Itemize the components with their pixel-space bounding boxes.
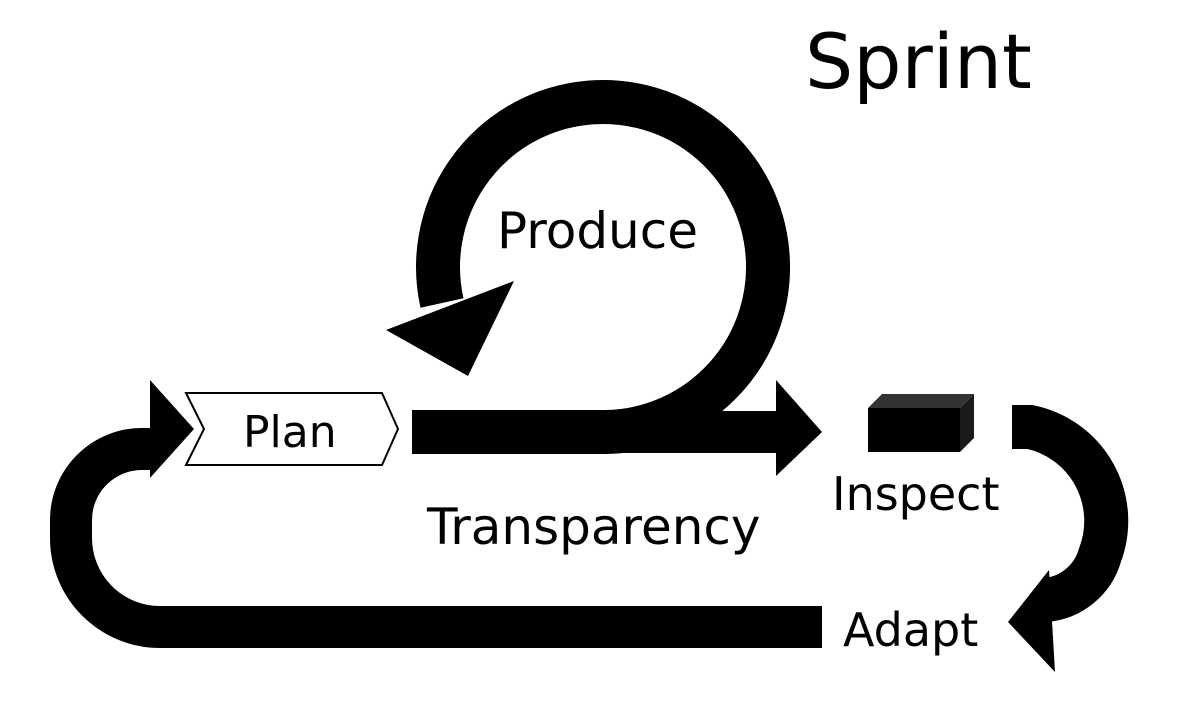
return-loop-arrow (50, 380, 822, 648)
plan-step: Plan (184, 392, 400, 466)
produce-loop-arrow (386, 80, 791, 454)
box-icon (868, 394, 974, 452)
plan-chevron (184, 392, 400, 466)
produce-label: Produce (497, 202, 698, 260)
main-flow-arrow (412, 380, 822, 476)
inspect-to-adapt-arrow (1008, 405, 1129, 672)
inspect-label: Inspect (832, 467, 1000, 521)
adapt-label: Adapt (843, 603, 978, 657)
transparency-label: Transparency (426, 498, 761, 556)
diagram-title: Sprint (805, 17, 1032, 106)
plan-label: Plan (243, 407, 337, 458)
